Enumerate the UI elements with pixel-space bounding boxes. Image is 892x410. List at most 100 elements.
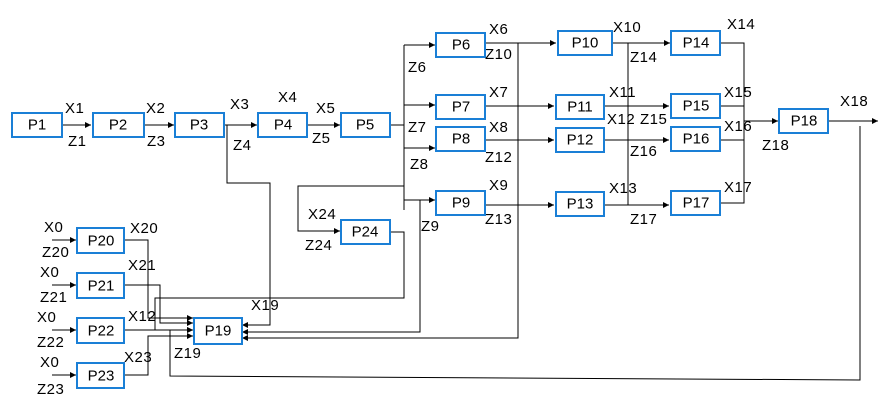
svg-text:P3: P3 [190,117,208,134]
svg-text:P5: P5 [356,117,374,134]
label-x5: X5 [316,100,335,117]
svg-text:P11: P11 [567,99,593,116]
label-x0-p22: X0 [37,309,56,326]
label-z8: Z8 [410,156,429,173]
label-z16: Z16 [630,143,657,160]
edge-p3-p19 [226,125,271,328]
box-p1[interactable]: P1 [11,112,63,138]
connection-lines [52,40,878,381]
label-x13: X13 [609,180,637,197]
svg-text:P21: P21 [88,278,115,295]
label-z18: Z18 [762,137,789,154]
label-x24: X24 [308,206,336,223]
svg-text:P22: P22 [88,323,115,340]
box-p20[interactable]: P20 [76,227,125,254]
label-x20: X20 [130,220,158,237]
box-p19[interactable]: P19 [193,317,243,345]
svg-text:P14: P14 [683,35,710,52]
svg-text:P18: P18 [791,113,818,130]
label-x10: X10 [613,19,641,36]
svg-text:P15: P15 [683,98,710,115]
edge-p21-p19 [124,284,193,326]
label-z15: Z15 [640,111,667,128]
edge-p20-p19 [124,239,193,321]
edge-p24-p19 [154,231,405,333]
svg-text:P12: P12 [567,132,594,149]
label-z19: Z19 [174,345,201,362]
label-z12: Z12 [485,149,512,166]
svg-text:P6: P6 [452,37,470,54]
column3-bus [720,42,745,204]
label-x6: X6 [489,21,508,38]
label-x1: X1 [65,100,84,117]
label-z4: Z4 [233,137,252,154]
label-x7: X7 [489,84,508,101]
label-x3: X3 [230,96,249,113]
label-z13: Z13 [485,211,512,228]
box-p22[interactable]: P22 [76,317,125,344]
label-x8: X8 [489,119,508,136]
label-z7: Z7 [408,119,427,136]
label-z21: Z21 [40,289,67,306]
box-p7[interactable]: P7 [435,94,486,120]
label-x16: X16 [724,118,752,135]
svg-text:P4: P4 [274,117,292,134]
signal-labels: X1 Z1 X2 Z3 X3 Z4 X4 X5 Z5 Z6 Z7 Z8 Z9 X… [37,16,868,398]
label-x2: X2 [146,100,165,117]
label-x11: X11 [609,84,636,101]
box-p13[interactable]: P13 [555,191,605,217]
box-p11[interactable]: P11 [555,94,605,120]
svg-text:P9: P9 [452,195,470,212]
box-p4[interactable]: P4 [257,112,308,138]
edge-p23-p19 [124,333,193,376]
box-p24[interactable]: P24 [340,219,391,245]
box-p6[interactable]: P6 [435,32,486,58]
svg-text:P7: P7 [452,99,470,116]
label-x18: X18 [840,93,868,110]
label-x17: X17 [724,179,752,196]
process-boxes: P1 P2 P3 P4 P5 P6 P7 P8 P9 P10 P11 P12 P… [11,30,829,389]
label-x0-p21: X0 [40,264,59,281]
label-x14: X14 [727,16,755,33]
svg-text:P19: P19 [205,323,232,340]
box-p10[interactable]: P10 [557,30,613,56]
label-z3: Z3 [147,133,166,150]
svg-text:P23: P23 [88,368,115,385]
label-z22: Z22 [37,334,64,351]
box-p14[interactable]: P14 [670,30,721,56]
svg-text:P1: P1 [28,117,46,134]
label-z23: Z23 [37,381,64,398]
edge-p9-p19 [242,200,421,335]
label-x12: X12 [607,111,635,128]
box-p23[interactable]: P23 [76,362,125,389]
box-p15[interactable]: P15 [670,93,721,119]
label-x21: X21 [128,257,156,274]
svg-text:P17: P17 [683,195,710,212]
svg-text:P16: P16 [683,131,710,148]
box-p12[interactable]: P12 [555,127,605,153]
box-p8[interactable]: P8 [435,126,486,152]
svg-text:P13: P13 [567,196,594,213]
svg-text:P2: P2 [109,117,127,134]
box-p2[interactable]: P2 [92,112,145,138]
svg-text:P8: P8 [452,131,470,148]
box-p16[interactable]: P16 [670,126,721,152]
edge-p18-feedback [169,126,861,381]
svg-text:P10: P10 [572,35,599,52]
label-x0-p23: X0 [40,354,59,371]
label-x4: X4 [278,89,297,106]
box-p9[interactable]: P9 [435,190,486,216]
box-p17[interactable]: P17 [670,190,721,216]
box-p5[interactable]: P5 [340,112,391,138]
label-z17: Z17 [630,211,657,228]
box-p18[interactable]: P18 [778,108,829,134]
box-p3[interactable]: P3 [174,112,225,138]
label-z20: Z20 [42,244,69,261]
label-z9: Z9 [421,218,440,235]
svg-text:P20: P20 [88,233,115,250]
edge-p10-p19 [242,43,519,341]
label-x9: X9 [489,177,508,194]
box-p21[interactable]: P21 [76,272,125,299]
